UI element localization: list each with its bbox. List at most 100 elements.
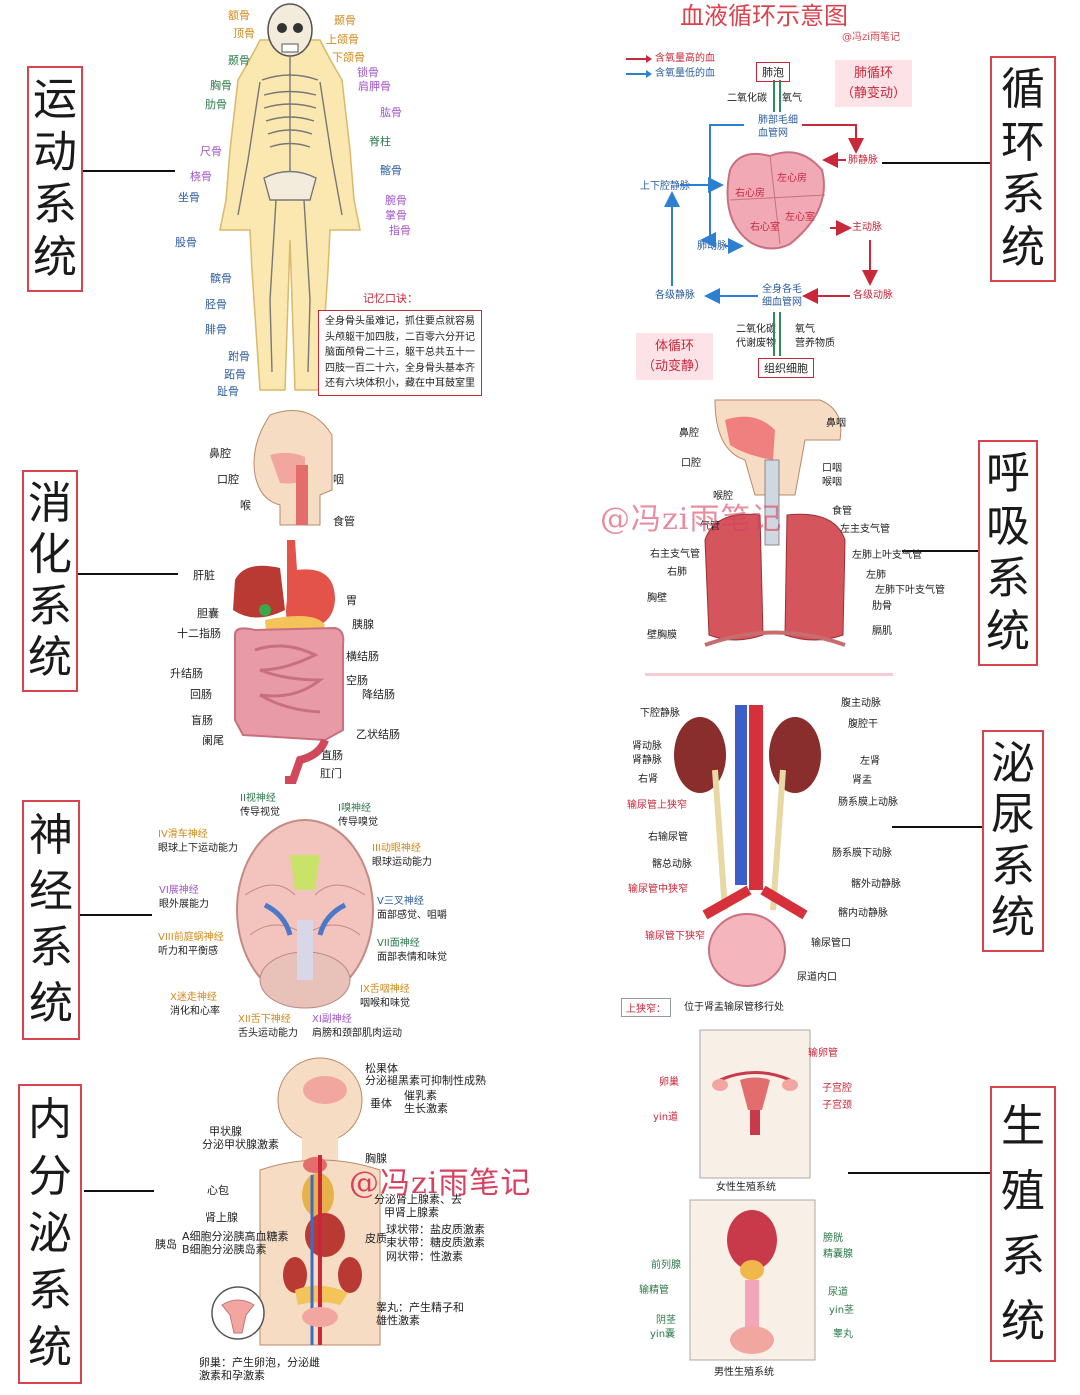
label: 跖骨 [224, 368, 246, 381]
label: 髂骨 [380, 164, 402, 177]
label: 额骨 [228, 9, 250, 22]
mnemonic-line: 头颅躯干加四肢，二百零六分开记 [325, 331, 475, 343]
label: 盲肠 [191, 714, 213, 727]
label: 肺静脉 [848, 155, 878, 166]
char: 动 [33, 126, 77, 178]
label: 皮质 [365, 1232, 387, 1245]
label: 上下腔静脉 [640, 181, 690, 192]
nerve-desc: 眼球上下运动能力 [158, 842, 238, 854]
label: 腓骨 [205, 323, 227, 336]
label: yin道 [653, 1112, 679, 1123]
connector-line [84, 1190, 154, 1192]
label: 营养物质 [795, 338, 835, 349]
char: 运 [33, 74, 77, 126]
label: 口腔 [681, 458, 701, 469]
connector-line [78, 573, 178, 575]
nerve-name: VII面神经 [377, 938, 420, 949]
uterus-inset-circle [211, 1286, 265, 1340]
label: 胰岛 [155, 1238, 177, 1251]
label: 跗骨 [228, 350, 250, 363]
label: 分泌褪黑素可抑制性成熟 [365, 1074, 486, 1087]
system-box-digestive: 消 化 系 统 [22, 470, 78, 692]
label: 膀胱 [823, 1233, 843, 1244]
label: 输尿管口 [811, 938, 851, 949]
label: 垂体 [370, 1097, 392, 1110]
label: 空肠 [346, 674, 368, 687]
divider [645, 673, 893, 676]
label: 输精管 [639, 1285, 669, 1296]
system-box-endocrine: 内 分 泌 系 统 [18, 1084, 82, 1384]
legend-arrow-red [626, 55, 652, 63]
char: 统 [28, 1321, 72, 1373]
char: 统 [1001, 1295, 1045, 1347]
label: 甲状腺 [209, 1125, 242, 1138]
label: 睾丸 [833, 1329, 853, 1340]
credit: @冯zi雨笔记 [842, 32, 901, 43]
label: 子宫腔 [822, 1083, 852, 1094]
label: 心包 [207, 1184, 229, 1197]
label: 肺部毛细 [758, 115, 798, 126]
label: 阴茎 [656, 1315, 676, 1326]
label: 肾静脉 [632, 755, 662, 766]
system-box-circulatory: 循 环 系 统 [990, 56, 1056, 282]
label: 左主支气管 [840, 524, 890, 535]
label: 降结肠 [362, 688, 395, 701]
char: 系 [28, 1264, 72, 1316]
label: 甲肾上腺素 [384, 1206, 439, 1219]
label: 喉腔 [713, 491, 733, 502]
label: 上颌骨 [326, 33, 359, 46]
label: 各级动脉 [853, 290, 893, 301]
chamber-label: 左心室 [785, 212, 815, 223]
connector-line [882, 162, 990, 164]
char: 系 [29, 922, 73, 973]
system-box-motor: 运 动 系 统 [27, 66, 83, 292]
female-caption: 女性生殖系统 [716, 1182, 776, 1193]
label: 下腔静脉 [640, 708, 680, 719]
label: 口腔 [217, 473, 239, 486]
char: 消 [28, 477, 72, 529]
nerve-name: VIII前庭蜗神经 [158, 932, 224, 943]
label: 氧气 [782, 93, 802, 104]
char: 泌 [28, 1207, 72, 1259]
connector-line [892, 826, 982, 828]
label: 趾骨 [217, 385, 239, 398]
label: 桡骨 [190, 170, 212, 183]
label: 口咽 [822, 463, 842, 474]
char: 统 [28, 632, 72, 684]
label: 全身各毛 [762, 284, 802, 295]
char: 殖 [1001, 1165, 1045, 1217]
char: 尿 [991, 789, 1035, 841]
label: 食管 [333, 515, 355, 528]
mnemonic-box: 全身骨头虽难记，抓住要点就容易 头颅躯干加四肢，二百零六分开记 脑面颅骨二十三，… [318, 310, 482, 396]
label: 右主支气管 [650, 549, 700, 560]
label: 左肾 [860, 756, 880, 767]
note-tag: 上狭窄： [621, 998, 671, 1017]
label: 胸腺 [365, 1152, 387, 1165]
label: 卵巢 [659, 1077, 679, 1088]
label: 网状带：性激素 [386, 1250, 463, 1263]
nerve-label: IV滑车神经眼球上下运动能力 [158, 828, 238, 855]
char: 化 [28, 529, 72, 581]
male-caption: 男性生殖系统 [714, 1367, 774, 1378]
nerve-desc: 舌头运动能力 [238, 1027, 298, 1039]
label: 十二指肠 [177, 627, 221, 640]
label: 分泌肾上腺素、去 [374, 1193, 462, 1206]
char: 分 [28, 1151, 72, 1203]
char: 系 [1001, 169, 1045, 221]
nerve-desc: 咽喉和味觉 [360, 997, 410, 1009]
label: 喉咽 [822, 477, 842, 488]
urinary-illustration [674, 705, 821, 987]
char: 统 [991, 892, 1035, 944]
label: 胆囊 [197, 607, 219, 620]
label: 胫骨 [205, 298, 227, 311]
nerve-label: II视神经传导视觉 [240, 792, 280, 819]
label: 肋骨 [872, 601, 892, 612]
chamber-label: 左心房 [777, 173, 807, 184]
label: 髂内动静脉 [838, 908, 888, 919]
nerve-desc: 传导嗅觉 [338, 816, 378, 828]
label: 鼻腔 [209, 447, 231, 460]
label: 腹主动脉 [841, 698, 881, 709]
label: 肠系膜上动脉 [838, 797, 898, 808]
mnemonic-title: 记忆口诀： [363, 292, 418, 305]
system-box-urinary: 泌 尿 系 统 [982, 730, 1044, 952]
